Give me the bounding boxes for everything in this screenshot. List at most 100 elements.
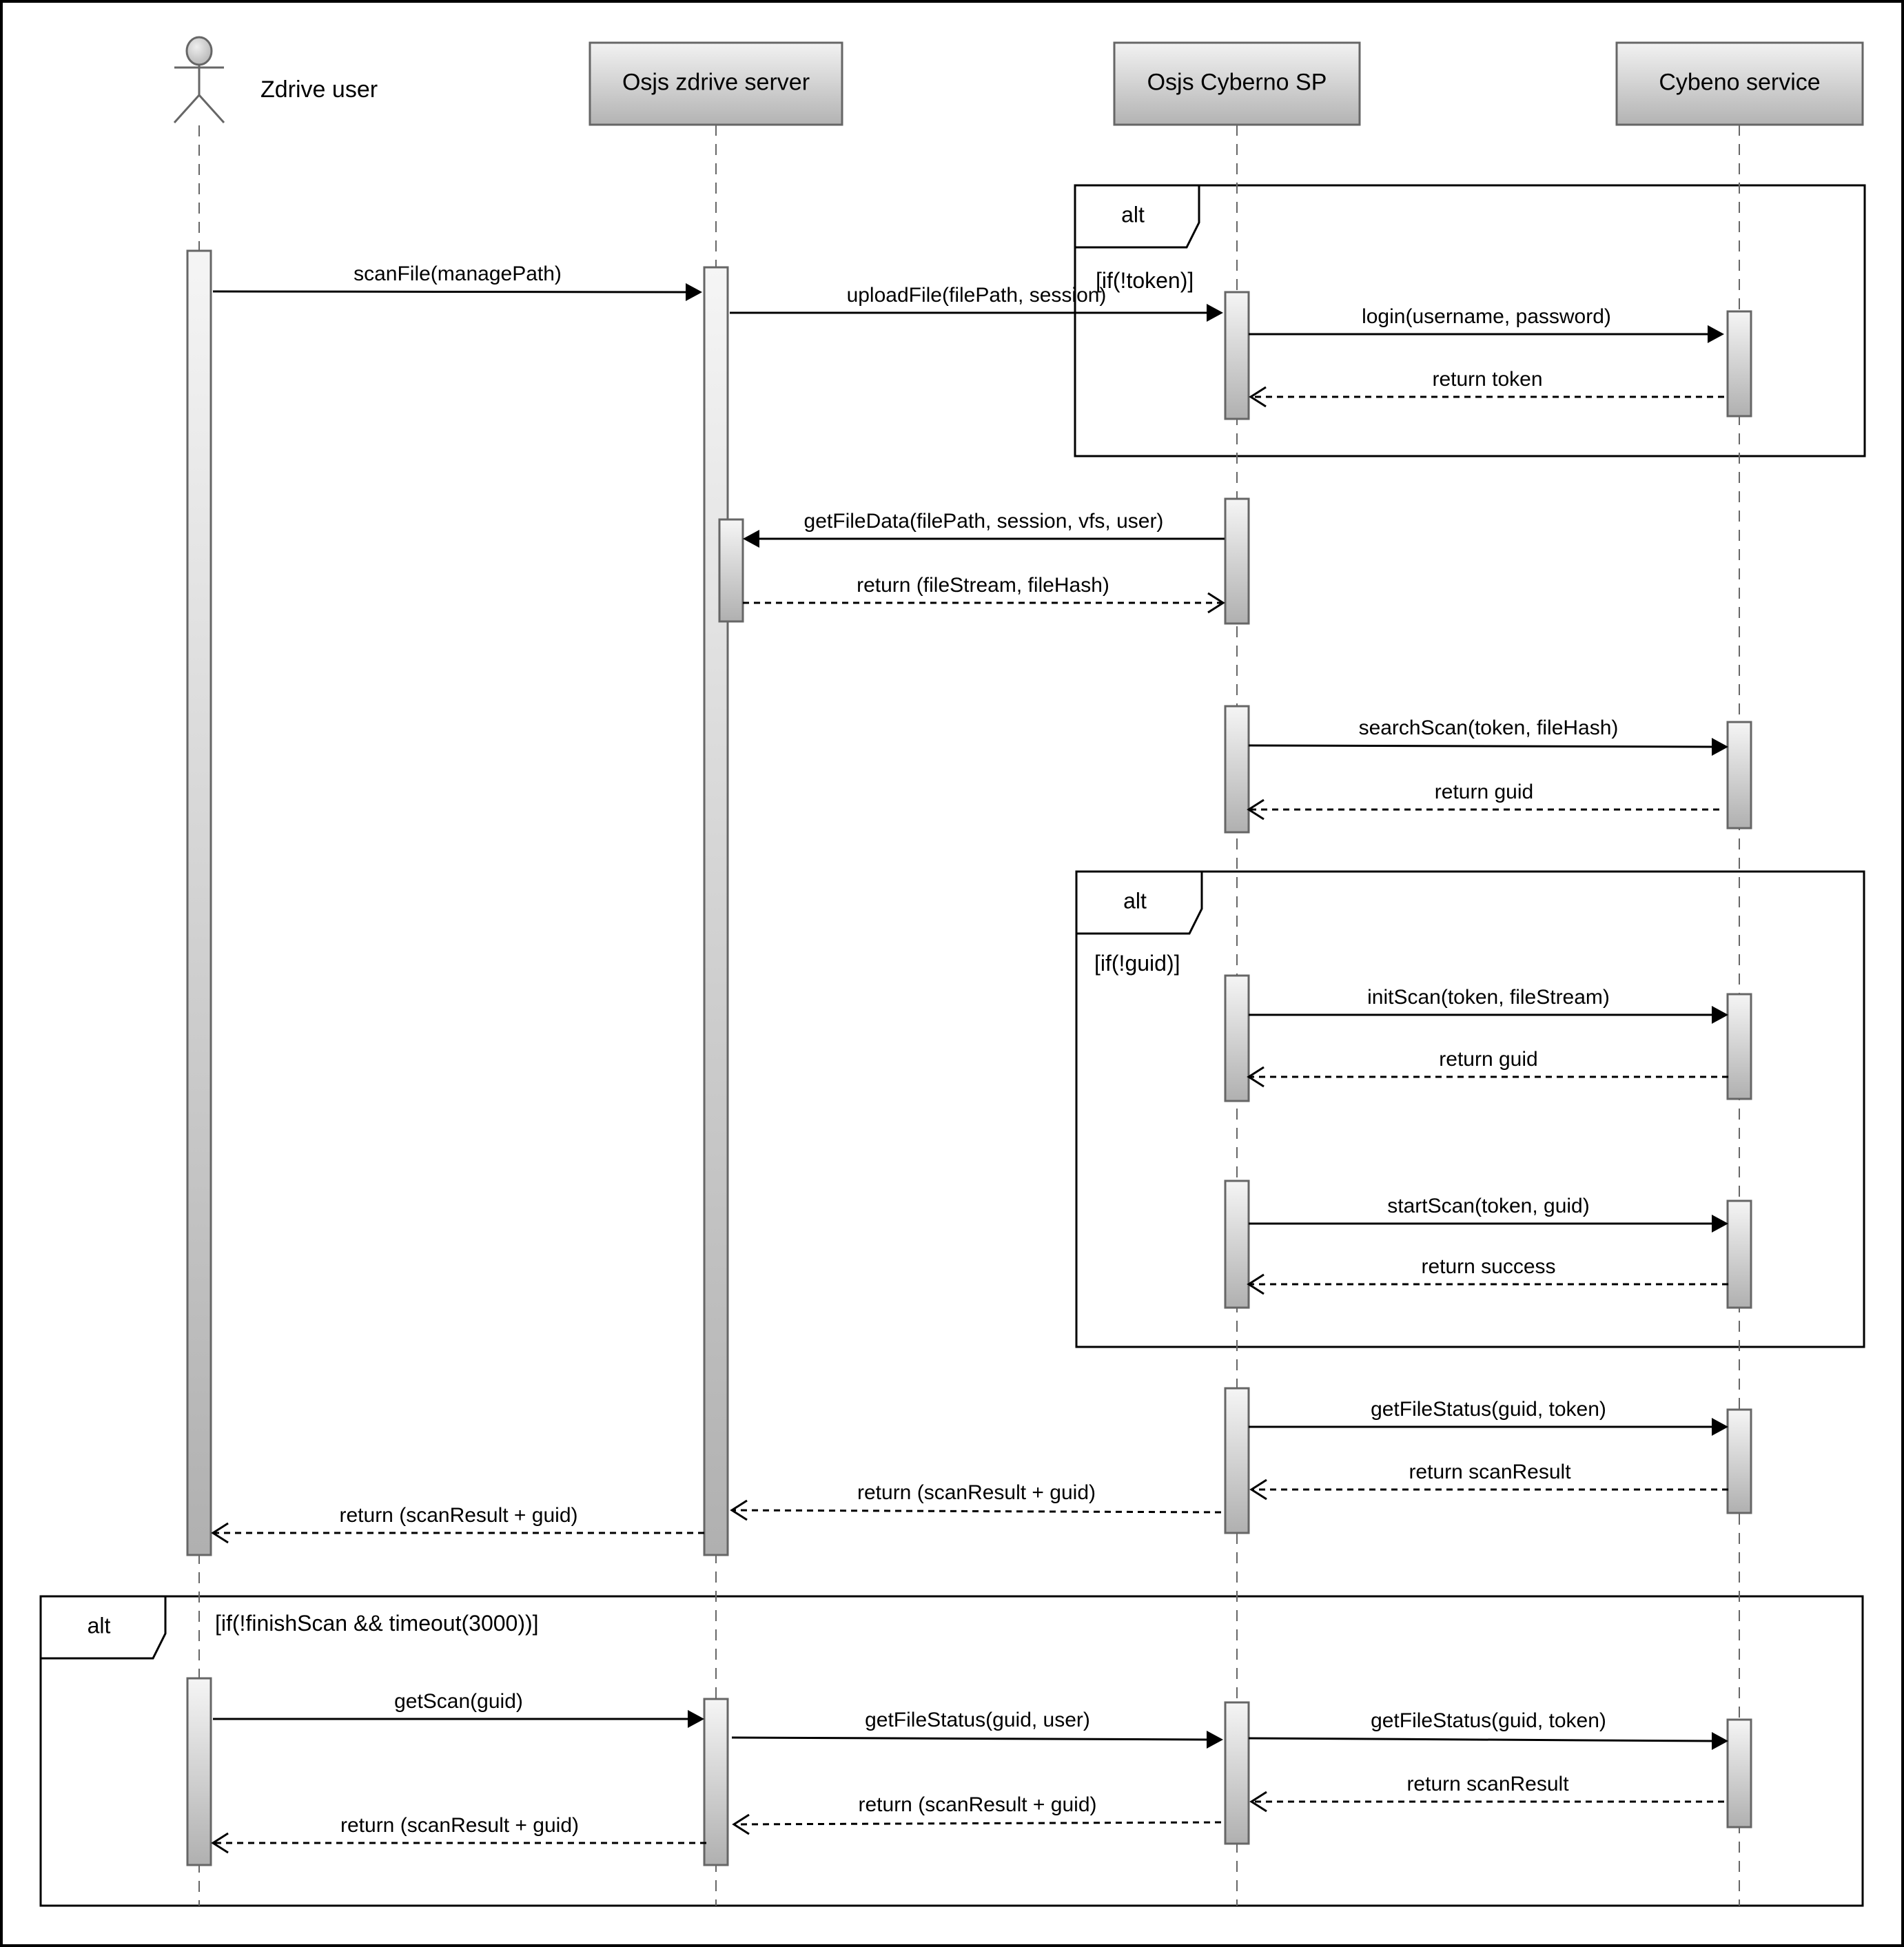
return-message: return (scanResult + guid) <box>730 1481 1222 1521</box>
fragment-operator-tab <box>1074 184 1200 249</box>
filled-arrowhead-icon <box>1712 1006 1728 1024</box>
message-line <box>1248 1737 1714 1742</box>
message-label: startScan(token, guid) <box>1387 1195 1589 1217</box>
participant-cybeno: Cybeno service <box>1615 41 1864 126</box>
message-label: return scanResult <box>1409 1461 1571 1483</box>
participant-label: Cybeno service <box>1659 69 1820 95</box>
activation-bar-sp <box>1224 1179 1250 1309</box>
alt-fragment: alt [if(!token)] <box>1074 184 1866 457</box>
message-label: initScan(token, fileStream) <box>1367 986 1610 1009</box>
filled-arrowhead-icon <box>1712 1418 1728 1436</box>
activations-layer <box>186 249 1752 1866</box>
filled-arrowhead-icon <box>1712 1732 1728 1750</box>
message-label: getFileStatus(guid, token) <box>1371 1709 1606 1732</box>
open-arrowhead-icon <box>730 1499 748 1521</box>
filled-arrowhead-icon <box>1712 1215 1728 1233</box>
activation-bar-cybeno <box>1726 1199 1752 1309</box>
sync-message: initScan(token, fileStream) <box>1249 986 1728 1024</box>
message-label: login(username, password) <box>1362 305 1611 328</box>
message-line <box>731 1736 1209 1741</box>
open-arrowhead-icon <box>1249 1479 1267 1501</box>
fragment-guard: [if(!finishScan && timeout(3000))] <box>215 1611 539 1636</box>
open-arrowhead-icon <box>1247 1273 1265 1295</box>
message-label: return guid <box>1435 781 1533 803</box>
return-message: return scanResult <box>1249 1773 1724 1813</box>
activation-bar-user <box>186 1677 212 1866</box>
activation-bar-cybeno <box>1726 1408 1752 1514</box>
return-message: return scanResult <box>1249 1461 1728 1501</box>
participant-box <box>1113 41 1361 126</box>
message-label: return success <box>1421 1255 1555 1278</box>
open-arrowhead-icon <box>1207 592 1225 614</box>
message-line <box>731 1509 1222 1514</box>
message-label: return (scanResult + guid) <box>340 1504 578 1527</box>
alt-fragment: alt [if(!guid)] <box>1075 870 1865 1348</box>
message-label: scanFile(managePath) <box>354 262 562 285</box>
activation-bar-zdrive <box>718 518 744 623</box>
fragment-frame <box>39 1595 1864 1907</box>
return-message: return (fileStream, fileHash) <box>743 574 1225 614</box>
message-label: getFileData(filePath, session, vfs, user… <box>804 510 1164 533</box>
message-line <box>733 1821 1222 1826</box>
sync-message: searchScan(token, fileHash) <box>1248 717 1728 756</box>
actor-head-icon <box>185 36 213 66</box>
filled-arrowhead-icon <box>1207 1731 1223 1749</box>
activation-bar-sp <box>1224 1701 1250 1845</box>
message-label: getFileStatus(guid, token) <box>1371 1398 1606 1421</box>
filled-arrowhead-icon <box>686 283 702 301</box>
message-label: return (scanResult + guid) <box>857 1481 1096 1504</box>
filled-arrowhead-icon <box>743 530 759 548</box>
message-label: return (scanResult + guid) <box>340 1814 579 1837</box>
fragment-frame <box>1075 870 1865 1348</box>
open-arrowhead-icon <box>1247 799 1265 821</box>
message-label: return guid <box>1439 1048 1537 1071</box>
sync-message: startScan(token, guid) <box>1249 1195 1728 1233</box>
activation-bar-sp <box>1224 974 1250 1102</box>
sync-message: getFileStatus(guid, token) <box>1248 1709 1728 1750</box>
open-arrowhead-icon <box>1249 386 1267 408</box>
message-label: getScan(guid) <box>394 1690 523 1713</box>
activation-bar-cybeno <box>1726 1718 1752 1828</box>
activation-bar-sp <box>1224 1387 1250 1534</box>
filled-arrowhead-icon <box>1708 325 1724 343</box>
participant-heads-layer: Zdrive user Osjs zdrive server Osjs Cybern… <box>173 36 1864 126</box>
filled-arrowhead-icon <box>1712 738 1728 756</box>
participant-label: Osjs Cyberno SP <box>1147 69 1327 95</box>
activation-bar-sp <box>1224 705 1250 834</box>
message-label: uploadFile(filePath, session) <box>847 284 1107 307</box>
sync-message: getFileStatus(guid, token) <box>1249 1398 1728 1436</box>
sync-message: getScan(guid) <box>213 1690 704 1728</box>
alt-fragment: alt[if(!finishScan && timeout(3000))] <box>39 1595 1864 1907</box>
filled-arrowhead-icon <box>1207 304 1223 322</box>
sync-message: login(username, password) <box>1249 305 1724 343</box>
open-arrowhead-icon <box>732 1813 750 1835</box>
actor-label: Zdrive user <box>260 76 378 103</box>
message-label: searchScan(token, fileHash) <box>1359 717 1619 739</box>
message-line <box>212 290 688 293</box>
open-arrowhead-icon <box>211 1832 229 1854</box>
activation-bar-zdrive <box>703 1698 729 1866</box>
activation-bar-sp <box>1224 291 1250 420</box>
actor-leg-icon <box>198 94 225 124</box>
participant-box <box>1615 41 1864 126</box>
fragment-operator: alt <box>1123 888 1147 913</box>
activation-bar-cybeno <box>1726 993 1752 1100</box>
sync-message: getFileStatus(guid, user) <box>731 1709 1223 1749</box>
fragment-operator-tab <box>39 1595 167 1660</box>
sync-message: uploadFile(filePath, session) <box>730 284 1223 322</box>
return-message: return (scanResult + guid) <box>211 1814 706 1854</box>
fragment-guard: [if(!token)] <box>1096 268 1194 293</box>
fragment-operator: alt <box>1121 202 1145 227</box>
activation-bar-cybeno <box>1726 721 1752 830</box>
return-message: return guid <box>1247 1048 1728 1088</box>
activation-bar-cybeno <box>1726 310 1752 418</box>
message-label: return token <box>1432 368 1542 391</box>
fragment-guard: [if(!guid)] <box>1094 951 1180 976</box>
message-line <box>1248 744 1714 748</box>
return-message: return success <box>1247 1255 1728 1295</box>
participant-sp: Osjs Cyberno SP <box>1113 41 1361 126</box>
participant-label: Osjs zdrive server <box>622 69 810 95</box>
activation-bar-user <box>186 249 212 1556</box>
